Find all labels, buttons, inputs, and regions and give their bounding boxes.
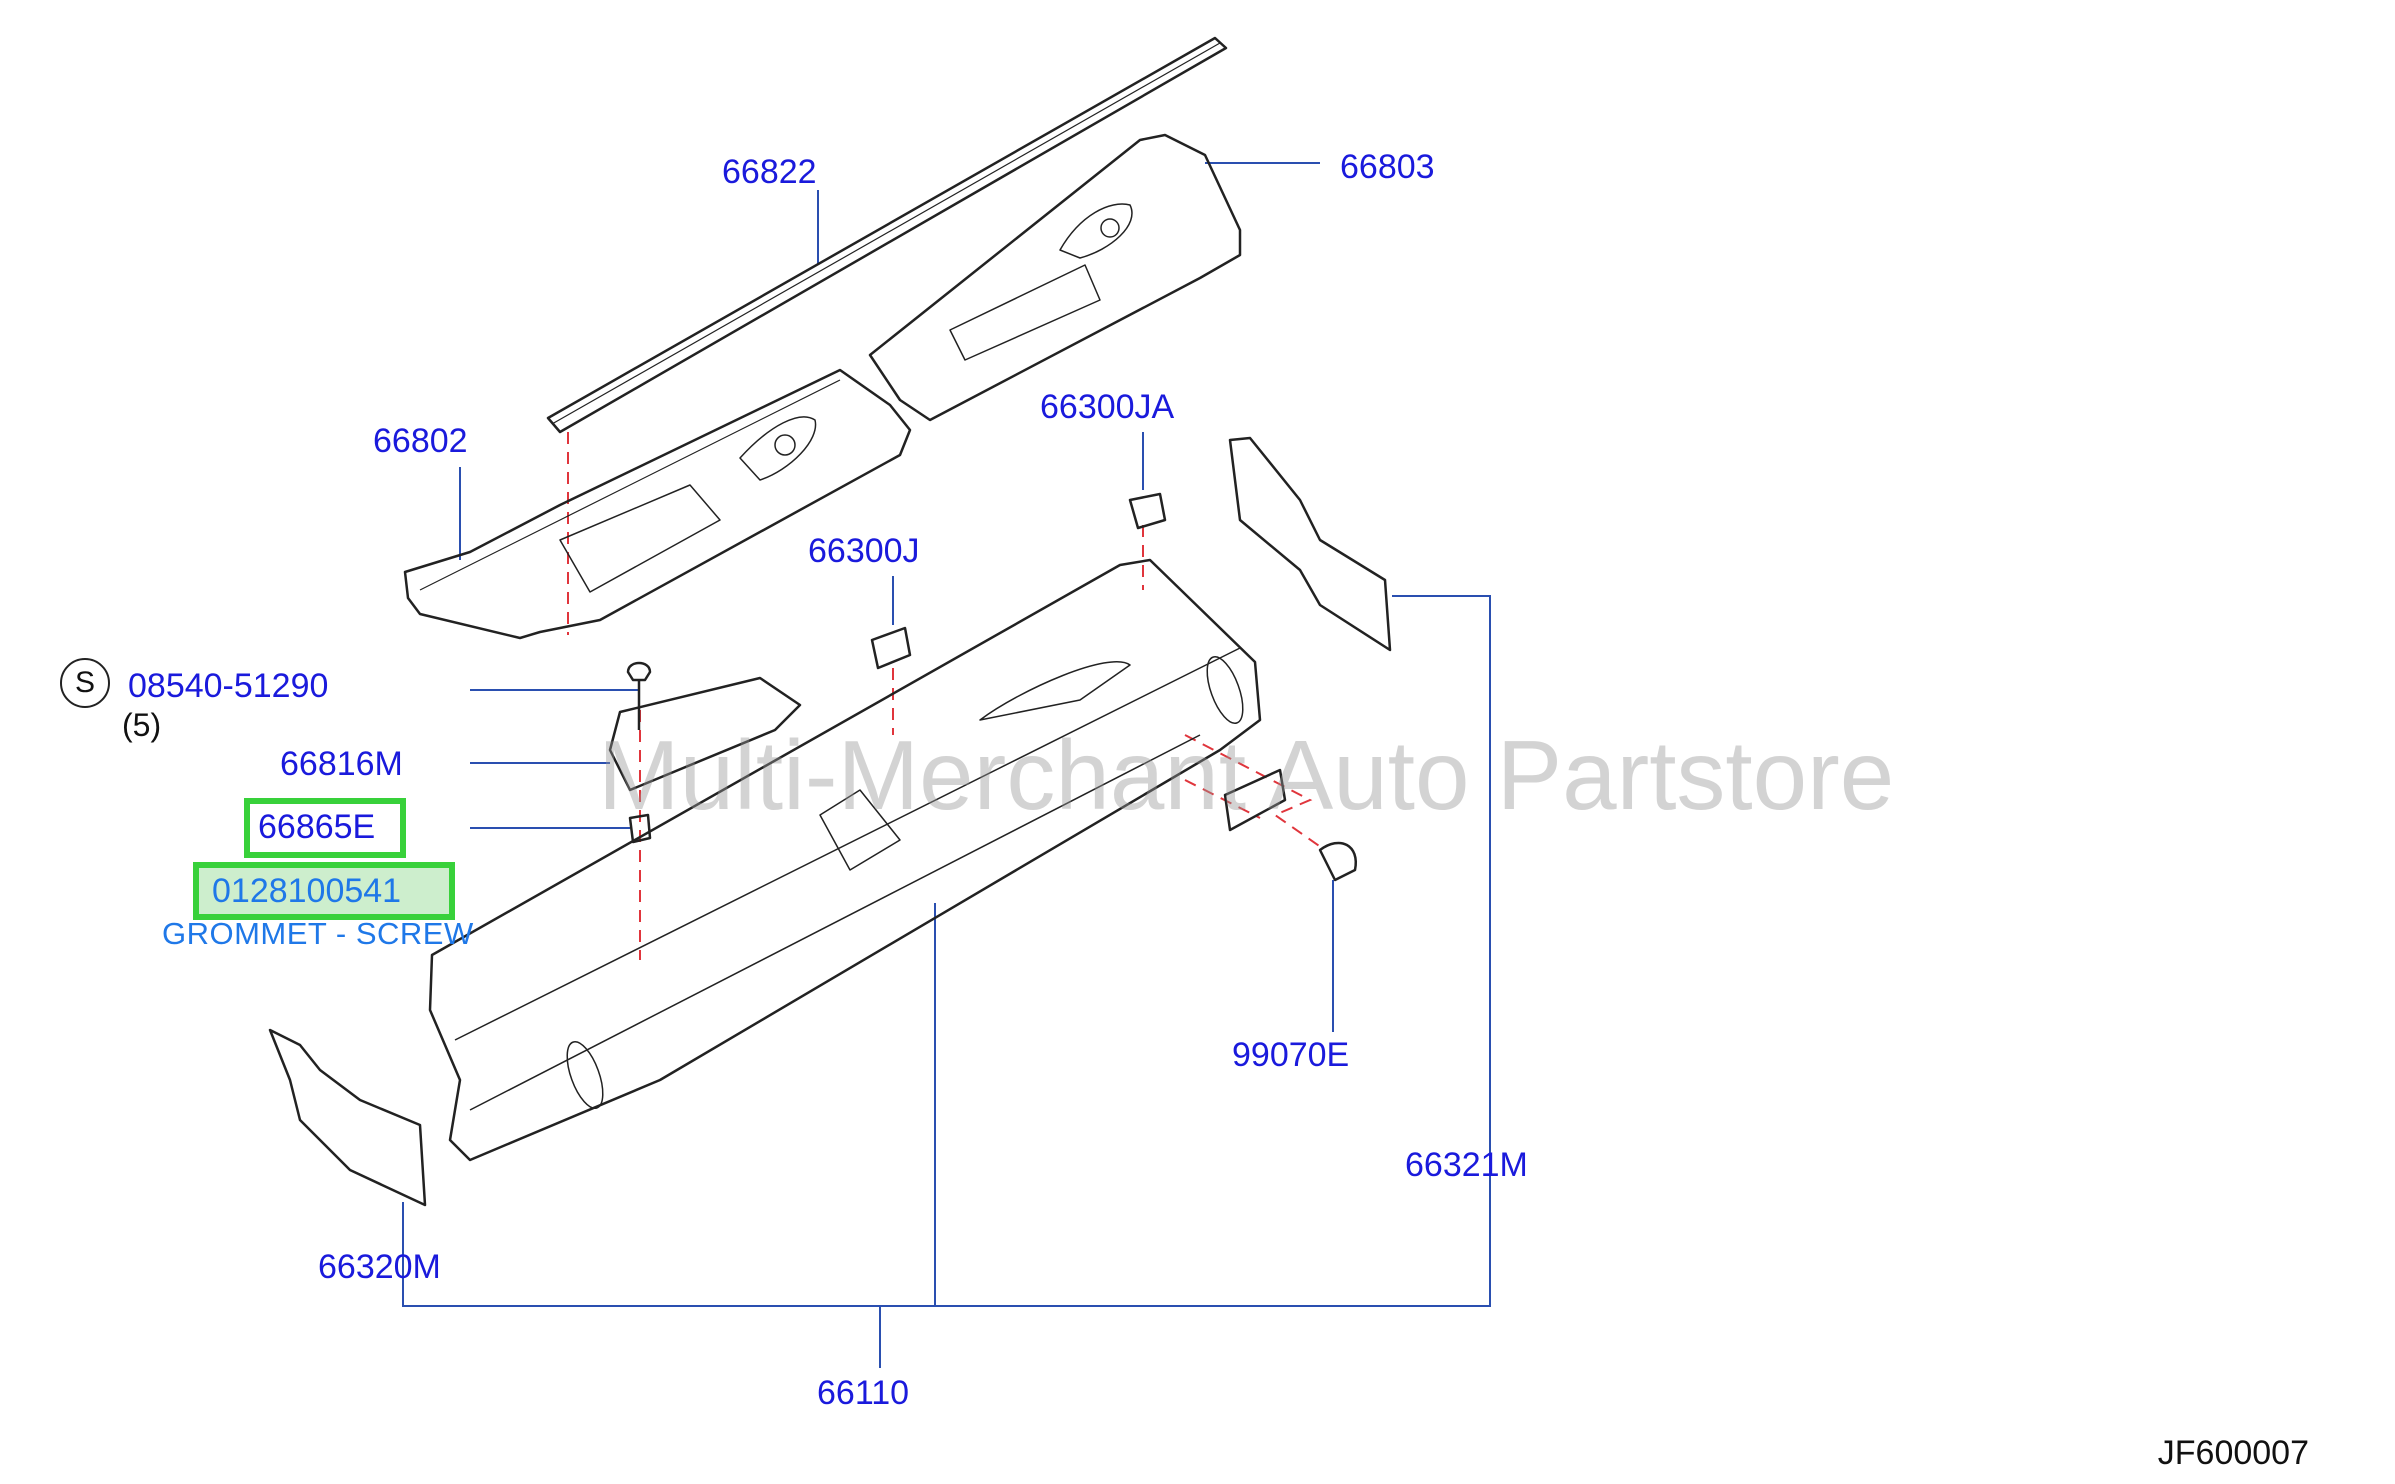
part-label-08540-51290[interactable]: 08540-51290 — [128, 667, 329, 705]
screw-08540-51290 — [626, 661, 652, 730]
leader-66320M — [402, 1202, 1055, 1307]
part-label-66803[interactable]: 66803 — [1340, 148, 1435, 186]
highlight-box-0128100541 — [193, 862, 455, 920]
pad — [1223, 768, 1287, 832]
quantity-label: (5) — [122, 707, 162, 743]
clip-99070E — [1318, 841, 1358, 882]
bracket-66816M — [608, 676, 802, 792]
clip-66300JA — [1128, 492, 1167, 530]
insulator-66321M — [1228, 436, 1392, 652]
part-label-66321M[interactable]: 66321M — [1405, 1146, 1528, 1184]
part-label-66816M[interactable]: 66816M — [280, 745, 403, 783]
standard-part-marker: S — [60, 658, 110, 708]
part-drawings — [268, 36, 1392, 1207]
part-label-66865E[interactable]: 66865E — [258, 808, 376, 846]
part-label-66320M[interactable]: 66320M — [318, 1248, 441, 1286]
assembly-lines — [567, 432, 1326, 960]
grommet-66865E — [628, 813, 652, 844]
part-label-66802[interactable]: 66802 — [373, 422, 468, 460]
part-label-0128100541[interactable]: 0128100541 — [212, 872, 402, 910]
clip-66300J — [870, 626, 912, 670]
part-label-66822[interactable]: 66822 — [722, 153, 817, 191]
insulator-66320M — [268, 1028, 427, 1207]
part-label-99070E[interactable]: 99070E — [1232, 1036, 1350, 1074]
leader-66321M — [1055, 595, 1491, 1307]
watermark: Multi-Merchant Auto Partstore — [598, 720, 1895, 830]
seal-strip-66822 — [546, 36, 1228, 434]
leader-lines — [402, 162, 1491, 1368]
part-label-66300J[interactable]: 66300J — [808, 532, 920, 570]
part-description: GROMMET - SCREW — [162, 916, 474, 951]
highlight-box-66865E — [244, 798, 406, 858]
part-label-66110[interactable]: 66110 — [817, 1374, 910, 1412]
diagram-code: JF600007 — [2157, 1434, 2309, 1472]
cowl-top-left-66802 — [403, 368, 912, 640]
cowl-top-right-66803 — [868, 133, 1242, 422]
cowl-panel-66110 — [428, 558, 1262, 1162]
part-label-66300JA[interactable]: 66300JA — [1040, 388, 1175, 426]
